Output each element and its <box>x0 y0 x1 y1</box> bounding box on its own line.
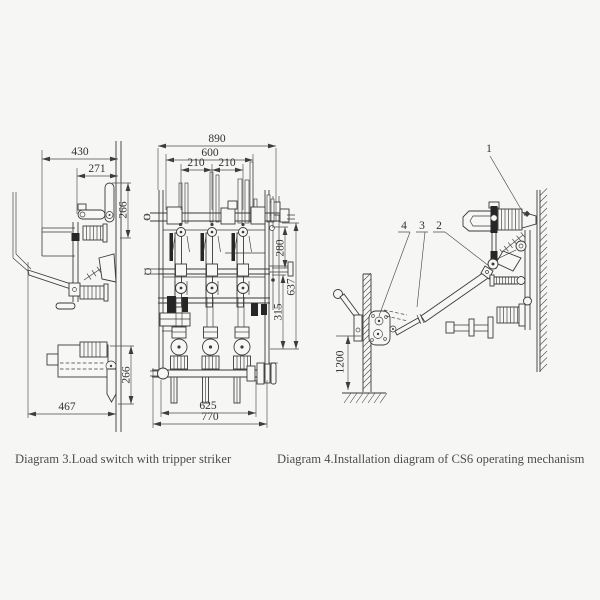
callout-1: 1 <box>486 143 492 155</box>
dim-315: 315 <box>273 303 285 321</box>
diagram4-cs6-mechanism: 1 4 3 2 1200 Diagram 4.Installation diag… <box>277 143 585 466</box>
dim-1200: 1200 <box>335 350 347 373</box>
spring-bracket <box>98 253 117 283</box>
dim-266-top: 266 <box>118 201 130 219</box>
callout-4: 4 <box>401 220 407 232</box>
lower-pin <box>46 353 59 366</box>
frame <box>158 190 270 378</box>
callout-2: 2 <box>436 220 442 232</box>
side-view <box>12 141 122 432</box>
bottom-bar <box>150 362 278 404</box>
shaft-eye <box>490 214 498 222</box>
wall <box>536 188 548 372</box>
dim-600: 600 <box>201 147 219 159</box>
height-dimension: 1200 <box>335 335 361 390</box>
lower-blade <box>106 368 117 403</box>
insulator-cone <box>521 211 537 229</box>
callout-3: 3 <box>419 220 425 232</box>
ribbed-pin <box>494 276 518 285</box>
crank-plate <box>495 250 522 272</box>
callouts: 1 4 3 2 <box>378 143 531 317</box>
terminal-bolt <box>77 203 87 211</box>
callout-1-marker <box>523 210 531 217</box>
dim-625: 625 <box>199 400 217 412</box>
operating-handle <box>333 289 409 346</box>
upper-bus-bar <box>143 200 295 227</box>
ground-hatch <box>343 392 388 404</box>
lower-insulators <box>170 326 251 370</box>
spring <box>83 259 112 281</box>
lever-stub <box>55 302 76 310</box>
support-post <box>342 272 388 404</box>
linkage-rod <box>394 265 494 336</box>
drive-link <box>12 192 32 273</box>
lower-wall-insulator <box>496 306 521 324</box>
operating-lever <box>27 269 75 291</box>
lower-contacts <box>174 281 250 295</box>
bracket-box <box>41 227 75 257</box>
mounting-panel <box>115 141 122 432</box>
top-rods <box>178 161 275 224</box>
bolt-head <box>445 321 455 334</box>
plate-hole <box>523 296 532 306</box>
dim-637: 637 <box>286 278 298 296</box>
rod-main <box>420 269 492 323</box>
wall-mechanism <box>445 201 537 339</box>
diagram3-caption: Diagram 3.Load switch with tripper strik… <box>15 452 232 466</box>
dim-890: 890 <box>208 133 226 145</box>
dim-210-left: 210 <box>187 157 205 169</box>
terminal-eye <box>79 211 86 218</box>
tripper-striker <box>159 296 267 332</box>
dim-430: 430 <box>71 146 89 158</box>
dim-770: 770 <box>201 411 219 423</box>
dim-467: 467 <box>58 401 76 413</box>
front-view-dimensions: 890 600 210 210 280 637 315 625 770 <box>152 133 299 428</box>
dim-266-bottom: 266 <box>121 366 133 384</box>
diagram3-load-switch: 430 271 266 467 266 <box>12 133 299 466</box>
dim-271: 271 <box>88 163 106 175</box>
side-view-dimensions: 430 271 266 467 266 <box>27 146 134 418</box>
front-view <box>143 161 295 404</box>
dim-210-right: 210 <box>218 157 236 169</box>
dim-280: 280 <box>275 239 287 257</box>
diagram4-caption: Diagram 4.Installation diagram of CS6 op… <box>277 452 585 466</box>
spring <box>499 232 526 255</box>
middle-rails <box>144 252 294 282</box>
